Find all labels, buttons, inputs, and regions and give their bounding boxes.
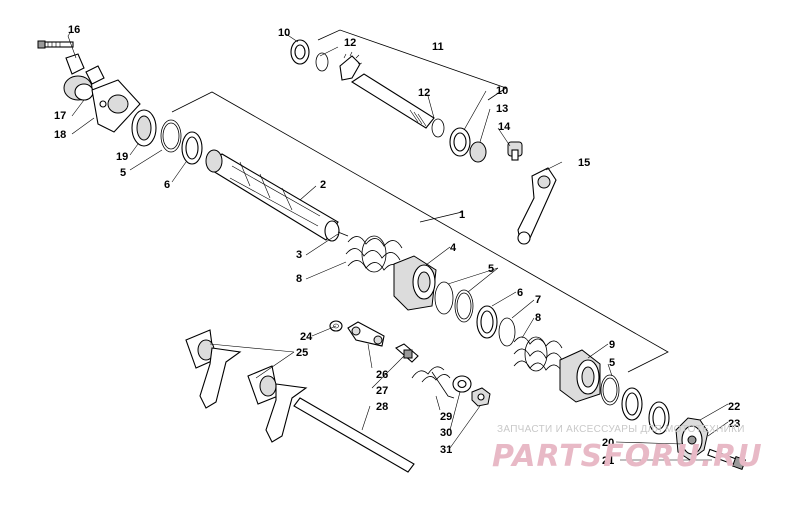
spring-part-8-lower (513, 336, 563, 373)
bolt-part-21 (707, 448, 747, 471)
snap-ring-part-5-middle (434, 281, 474, 323)
callout-11: 11 (432, 41, 444, 53)
star-cam-part-20 (675, 417, 709, 461)
callout-9: 9 (609, 339, 615, 351)
bolt-part-16 (37, 40, 74, 49)
shift-fork-part-25-upper (185, 329, 242, 409)
watermark-logo: PARTSFORU.RU (492, 439, 763, 474)
assembly-bracket-11 (317, 29, 507, 101)
seal-part-19 (131, 109, 157, 147)
callout-10-upper: 10 (278, 27, 290, 39)
callout-14: 14 (498, 121, 511, 133)
collar-part-9 (559, 349, 601, 403)
spring-part-29 (411, 366, 455, 399)
callout-4: 4 (450, 242, 457, 254)
callout-6-middle: 6 (517, 287, 523, 299)
ring-part-7 (498, 317, 516, 347)
washer-part-30 (452, 375, 472, 393)
callout-6-upper: 6 (164, 179, 170, 191)
leader-lines (67, 32, 729, 461)
callout-8-lower: 8 (535, 312, 541, 324)
bolt-part-14 (507, 141, 523, 161)
snap-ring-part-5-lower (600, 374, 620, 406)
callout-2: 2 (320, 179, 326, 191)
washer-part-6-upper (181, 131, 203, 165)
callout-12-upper: 12 (344, 37, 356, 49)
pin-part-27 (395, 343, 419, 363)
callout-12-lower: 12 (418, 87, 430, 99)
callout-26: 26 (376, 369, 388, 381)
stopper-arm-part-26 (347, 321, 385, 347)
shift-drum-part-2 (205, 149, 349, 242)
callout-13: 13 (496, 103, 508, 115)
callout-24: 24 (300, 331, 313, 343)
callout-20: 20 (602, 437, 614, 449)
callout-5-lower: 5 (609, 357, 615, 369)
fork-shaft-part-28 (293, 397, 415, 473)
callout-30: 30 (440, 427, 452, 439)
callout-5-middle: 5 (488, 263, 494, 275)
callout-18: 18 (54, 129, 66, 141)
washer-lower-a (621, 387, 643, 421)
callout-22: 22 (728, 401, 740, 413)
callout-10-lower: 10 (496, 85, 508, 97)
callout-19: 19 (116, 151, 128, 163)
shift-fork-part-25-lower (247, 365, 308, 443)
snap-ring-part-5-upper (160, 119, 182, 153)
callout-3: 3 (296, 249, 302, 261)
callout-8-upper: 8 (296, 273, 302, 285)
callout-27: 27 (376, 385, 388, 397)
callout-31: 31 (440, 444, 452, 456)
callout-29: 29 (440, 411, 452, 423)
callout-28: 28 (376, 401, 388, 413)
callout-1: 1 (459, 209, 465, 221)
washer-part-6-middle (476, 305, 498, 339)
nut-part-31 (471, 387, 491, 407)
callout-21: 21 (602, 455, 614, 467)
callout-15: 15 (578, 157, 590, 169)
callout-16: 16 (68, 24, 80, 36)
plate-part-18 (91, 79, 141, 133)
callout-25: 25 (296, 347, 308, 359)
cam-collar-part-4 (393, 255, 437, 311)
callout-17: 17 (54, 110, 66, 122)
callout-5-upper: 5 (120, 167, 126, 179)
shift-arm-part-15 (517, 167, 557, 245)
callout-23: 23 (728, 418, 740, 430)
washer-lower-b (648, 401, 670, 435)
callout-7: 7 (535, 294, 541, 306)
assembly-bracket-1 (171, 91, 669, 373)
watermark-tagline: ЗАПЧАСТИ И АКСЕССУАРЫ ДЛЯ МОТОТЕХНИКИ (497, 424, 745, 435)
shift-shaft-part-11 (290, 39, 487, 163)
